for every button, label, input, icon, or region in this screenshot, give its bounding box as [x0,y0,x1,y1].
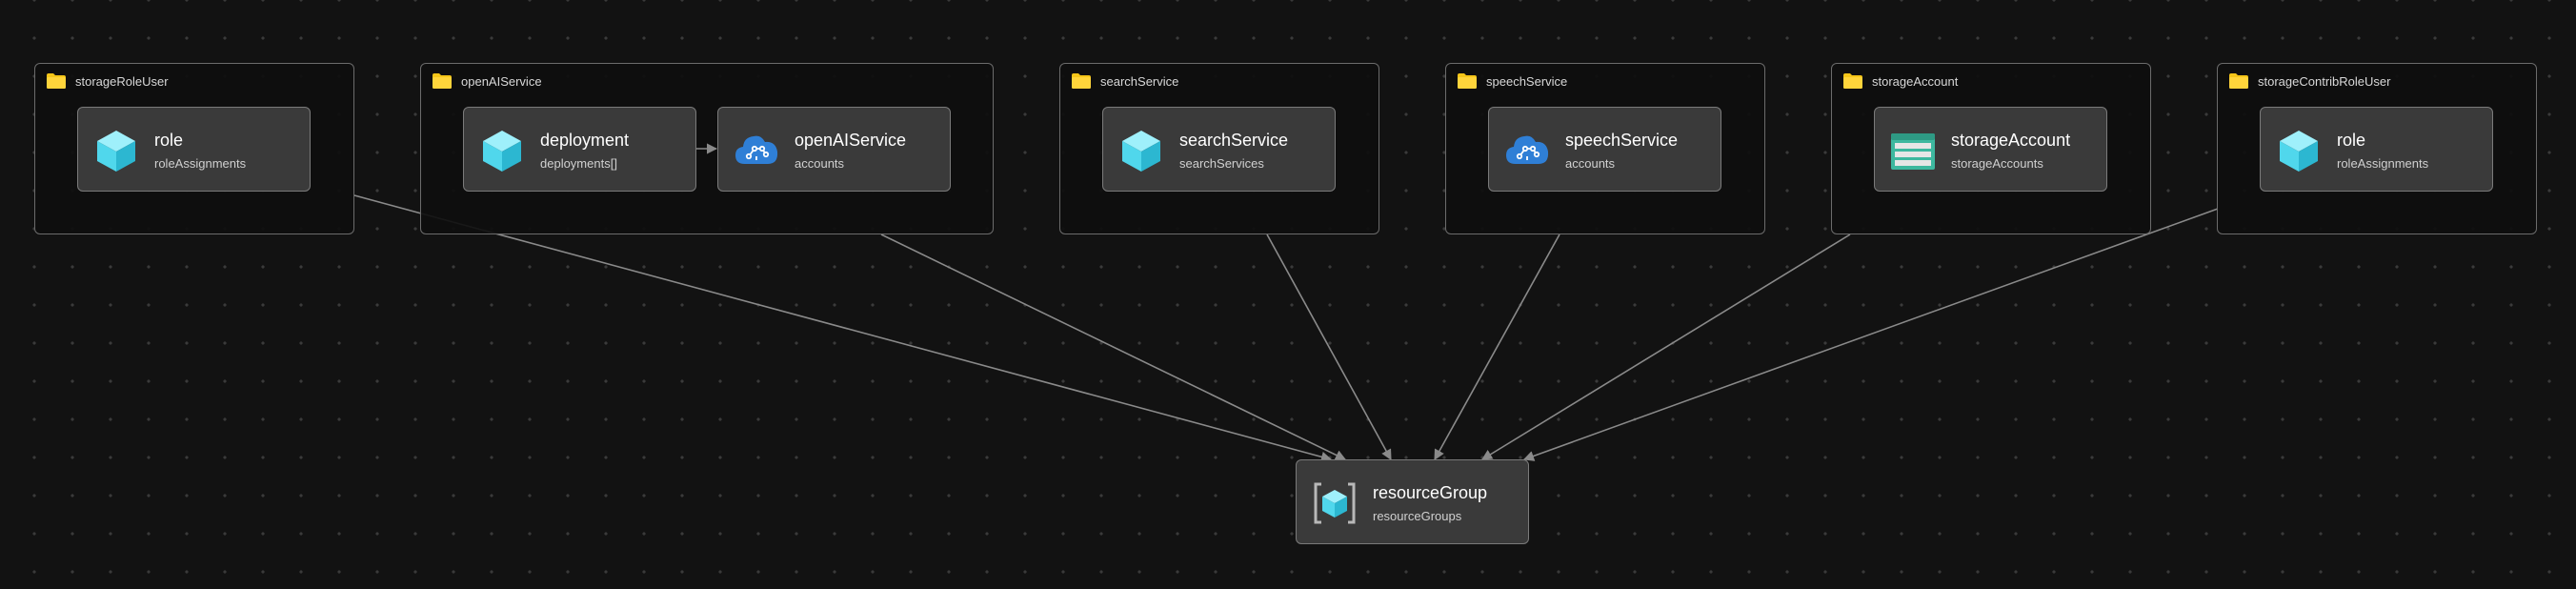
folder-icon [2229,73,2248,89]
node-subtitle: storageAccounts [1951,156,2043,171]
cube-icon [97,131,135,172]
group-title: searchService [1100,73,1179,89]
cube-icon [483,131,521,172]
cube-icon [2280,131,2318,172]
node-title: speechService [1565,131,1679,150]
folder-icon [433,73,452,89]
folder-icon [1072,73,1091,89]
node-subtitle: resourceGroups [1373,509,1462,523]
group-title: storageContribRoleUser [2258,73,2391,89]
edge-searchService-resourceGroup [1266,234,1392,460]
folder-icon [1843,73,1862,89]
group-title: openAIService [461,73,542,89]
group-title: speechService [1486,73,1568,89]
node-subtitle: searchServices [1179,156,1264,171]
node-title: role [2337,131,2366,150]
node-resourceGroup[interactable]: resourceGroup resourceGroups [1296,459,1529,544]
group-header: storageContribRoleUser [2229,71,2390,91]
group-title: storageRoleUser [75,73,169,89]
cube-icon [1122,131,1160,172]
group-header: speechService [1458,71,1567,91]
node-role[interactable]: role roleAssignments [2260,107,2493,192]
node-title: resourceGroup [1373,483,1488,502]
edge-openAIService-resourceGroup [880,234,1347,460]
node-storageAccount[interactable]: storageAccount storageAccounts [1874,107,2107,192]
group-header: storageAccount [1843,71,1958,91]
resource-group-icon [1314,482,1356,524]
node-title: openAIService [795,131,907,150]
node-role[interactable]: role roleAssignments [77,107,311,192]
storage-account-icon [1891,133,1935,170]
group-header: storageRoleUser [47,71,169,91]
node-subtitle: roleAssignments [154,156,247,171]
node-subtitle: accounts [795,156,845,171]
cognitive-cloud-icon [1506,135,1549,164]
group-title: storageAccount [1872,73,1959,89]
folder-icon [47,73,66,89]
cognitive-cloud-icon [735,135,778,164]
node-subtitle: roleAssignments [2337,156,2429,171]
edge-storageContribRoleUser-resourceGroup [1522,208,2219,461]
group-header: openAIService [433,71,542,91]
node-title: storageAccount [1951,131,2071,150]
node-subtitle: deployments[] [540,156,617,171]
node-title: deployment [540,131,630,150]
node-subtitle: accounts [1565,156,1616,171]
edge-storageRoleUser-resourceGroup [353,194,1333,462]
node-openAIService[interactable]: openAIService accounts [717,107,951,192]
node-deployment[interactable]: deployment deployments[] [463,107,696,192]
edge-speechService-resourceGroup [1434,234,1560,460]
node-title: searchService [1179,131,1289,150]
folder-icon [1458,73,1477,89]
node-speechService[interactable]: speechService accounts [1488,107,1721,192]
node-title: role [154,131,184,150]
node-searchService[interactable]: searchService searchServices [1102,107,1336,192]
group-header: searchService [1072,71,1178,91]
edge-storageAccount-resourceGroup [1481,234,1851,460]
